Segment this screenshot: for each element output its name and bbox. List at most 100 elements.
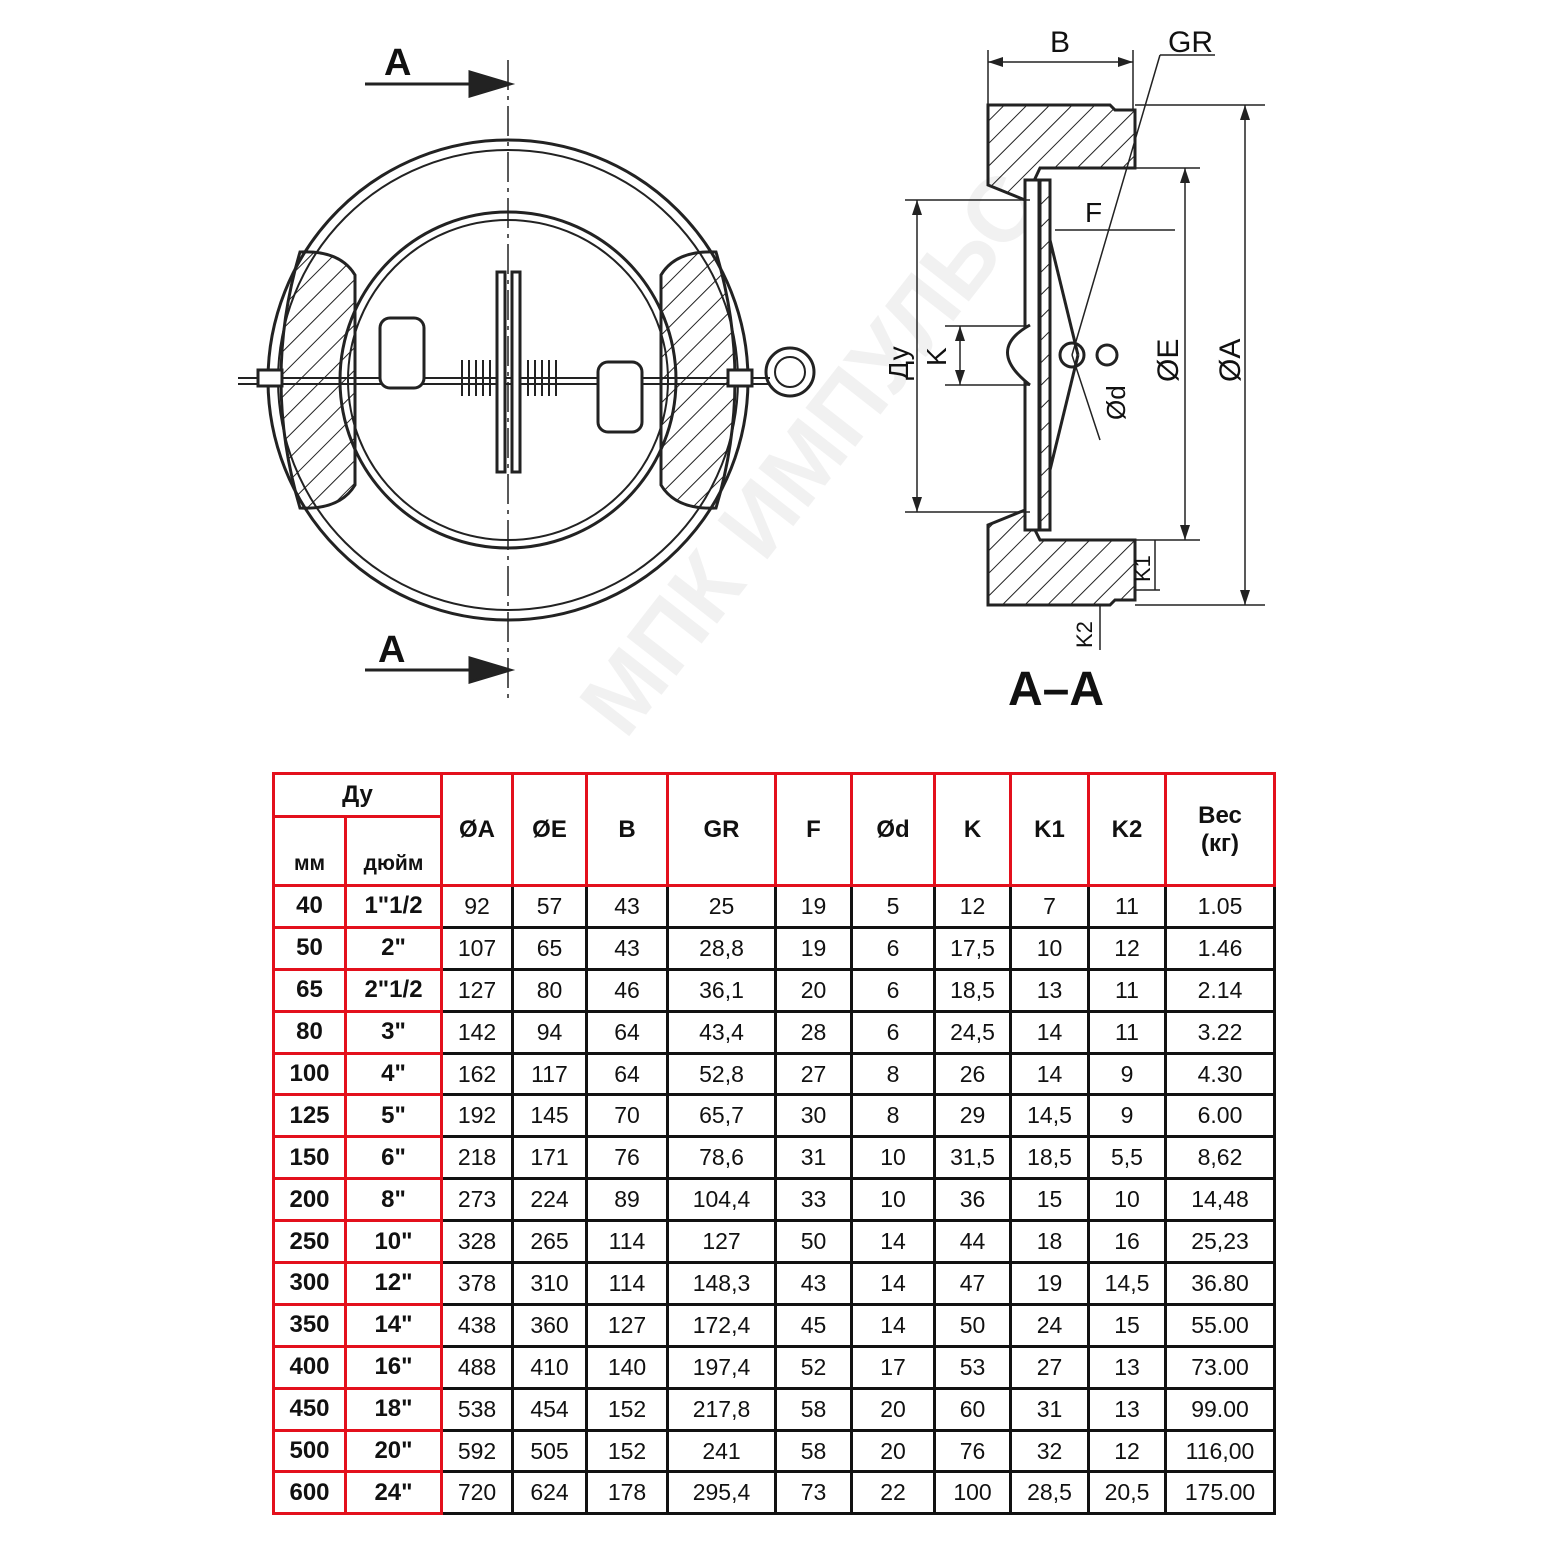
table-cell: 92 xyxy=(440,884,514,929)
table-cell: 15 xyxy=(1087,1302,1167,1348)
table-cell: 217,8 xyxy=(666,1386,777,1432)
cell-dn-mm: 125 xyxy=(272,1093,347,1139)
table-cell: 45 xyxy=(774,1302,853,1348)
table-cell: 15 xyxy=(1009,1177,1090,1223)
table-cell: 58 xyxy=(774,1428,853,1474)
table-cell: 73.00 xyxy=(1164,1344,1276,1390)
table-cell: 6 xyxy=(850,925,936,971)
dim-label-k: K xyxy=(921,347,952,366)
table-cell: 76 xyxy=(933,1428,1012,1474)
table-cell: 78,6 xyxy=(666,1135,777,1181)
table-cell: 80 xyxy=(511,967,588,1013)
table-cell: 10 xyxy=(1009,925,1090,971)
table-cell: 107 xyxy=(440,925,514,971)
table-cell: 8 xyxy=(850,1093,936,1139)
dim-label-k1: K1 xyxy=(1130,555,1155,582)
header-mm: мм xyxy=(272,815,347,887)
table-cell: 13 xyxy=(1009,967,1090,1013)
table-cell: 624 xyxy=(511,1470,588,1516)
table-cell: 1.05 xyxy=(1164,884,1276,929)
dim-label-k2: K2 xyxy=(1072,621,1097,648)
table-cell: 50 xyxy=(774,1219,853,1265)
table-cell: 18,5 xyxy=(1009,1135,1090,1181)
table-cell: 22 xyxy=(850,1470,936,1516)
header-b: B xyxy=(585,772,669,887)
section-mark-top: A xyxy=(384,42,411,84)
header-f: F xyxy=(774,772,853,887)
table-cell: 8,62 xyxy=(1164,1135,1276,1181)
table-cell: 47 xyxy=(933,1261,1012,1306)
table-cell: 116,00 xyxy=(1164,1428,1276,1474)
table-cell: 64 xyxy=(585,1051,669,1097)
table-cell: 11 xyxy=(1087,884,1167,929)
table-cell: 20 xyxy=(850,1428,936,1474)
table-cell: 31 xyxy=(1009,1386,1090,1432)
header-od: Ød xyxy=(850,772,936,887)
cell-dn-inch: 20" xyxy=(344,1428,443,1474)
table-cell: 14,5 xyxy=(1087,1261,1167,1306)
table-cell: 65 xyxy=(511,925,588,971)
cell-dn-inch: 12" xyxy=(344,1261,443,1306)
cell-dn-inch: 1"1/2 xyxy=(344,884,443,929)
dim-label-f: F xyxy=(1085,197,1102,228)
table-cell: 378 xyxy=(440,1261,514,1306)
table-cell: 24,5 xyxy=(933,1009,1012,1055)
table-cell: 140 xyxy=(585,1344,669,1390)
table-cell: 10 xyxy=(850,1177,936,1223)
table-cell: 224 xyxy=(511,1177,588,1223)
table-cell: 32 xyxy=(1009,1428,1090,1474)
table-cell: 28 xyxy=(774,1009,853,1055)
cell-dn-mm: 40 xyxy=(272,884,347,929)
table-cell: 360 xyxy=(511,1302,588,1348)
table-cell: 12 xyxy=(1087,925,1167,971)
table-cell: 192 xyxy=(440,1093,514,1139)
table-cell: 76 xyxy=(585,1135,669,1181)
dim-label-oe: ØE xyxy=(1152,339,1185,382)
table-cell: 28,8 xyxy=(666,925,777,971)
table-cell: 148,3 xyxy=(666,1261,777,1306)
table-cell: 273 xyxy=(440,1177,514,1223)
table-cell: 36.80 xyxy=(1164,1261,1276,1306)
table-cell: 52 xyxy=(774,1344,853,1390)
spec-table: Ду ØA ØE B GR F Ød K K1 K2 Вес (кг) мм д… xyxy=(272,772,1276,1516)
table-cell: 100 xyxy=(933,1470,1012,1516)
table-cell: 171 xyxy=(511,1135,588,1181)
table-cell: 94 xyxy=(511,1009,588,1055)
dim-label-oa: ØA xyxy=(1214,339,1247,382)
table-cell: 17 xyxy=(850,1344,936,1390)
table-cell: 13 xyxy=(1087,1386,1167,1432)
cell-dn-mm: 500 xyxy=(272,1428,347,1474)
table-cell: 152 xyxy=(585,1428,669,1474)
cell-dn-mm: 450 xyxy=(272,1386,347,1432)
table-cell: 28,5 xyxy=(1009,1470,1090,1516)
table-cell: 438 xyxy=(440,1302,514,1348)
table-cell: 9 xyxy=(1087,1093,1167,1139)
header-weight: Вес (кг) xyxy=(1164,772,1276,887)
dim-label-gr: GR xyxy=(1168,26,1213,59)
cell-dn-inch: 24" xyxy=(344,1470,443,1516)
cell-dn-mm: 400 xyxy=(272,1344,347,1390)
dim-label-od: Ød xyxy=(1101,385,1131,420)
cell-dn-mm: 600 xyxy=(272,1470,347,1516)
section-title: А–А xyxy=(1008,663,1104,716)
table-cell: 14,5 xyxy=(1009,1093,1090,1139)
table-cell: 10 xyxy=(1087,1177,1167,1223)
cell-dn-inch: 16" xyxy=(344,1344,443,1390)
table-cell: 14 xyxy=(850,1302,936,1348)
table-cell: 11 xyxy=(1087,1009,1167,1055)
cell-dn-mm: 300 xyxy=(272,1261,347,1306)
table-cell: 310 xyxy=(511,1261,588,1306)
table-cell: 410 xyxy=(511,1344,588,1390)
table-cell: 505 xyxy=(511,1428,588,1474)
table-cell: 241 xyxy=(666,1428,777,1474)
table-cell: 197,4 xyxy=(666,1344,777,1390)
